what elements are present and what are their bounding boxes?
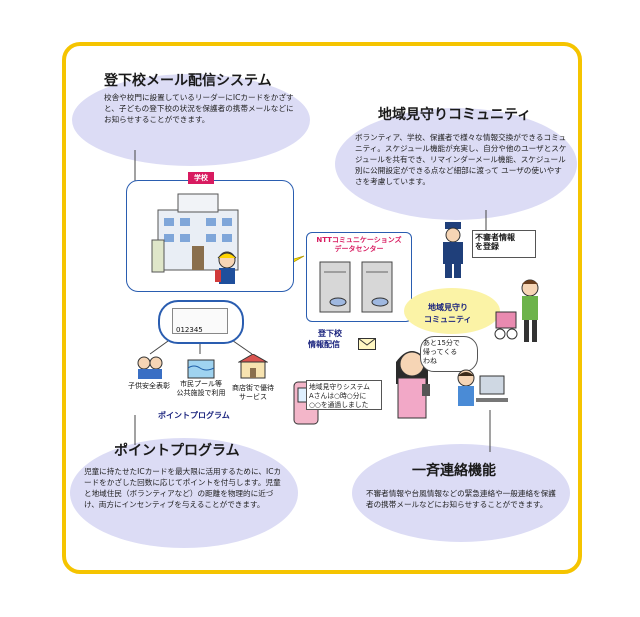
datacenter-label-1: NTTコミュニケーションズ bbox=[316, 236, 402, 244]
point-program-label: ポイントプログラム bbox=[158, 411, 230, 420]
mail-line2: Aさんは○時○分に bbox=[309, 392, 367, 400]
public-pool-icon bbox=[187, 359, 215, 379]
server-icon bbox=[319, 261, 393, 313]
parent-stroller-icon bbox=[494, 279, 539, 342]
ic-card-inner bbox=[172, 308, 228, 334]
mail-line1: 地域見守りシステム bbox=[309, 383, 370, 391]
suspicious-info-note: 不審者情報 を登録 bbox=[472, 230, 536, 258]
tozeko-title: 登下校メール配信システム bbox=[104, 73, 272, 89]
tozeko-info-label-2: 情報配信 bbox=[308, 340, 340, 349]
isse-desc: 不審者情報や台風情報などの緊急連絡や一般連絡を保護者の携帯メールなどにお知らせす… bbox=[366, 489, 556, 509]
point-title: ポイントプログラム bbox=[114, 443, 240, 459]
tozeko-bubble bbox=[72, 74, 310, 166]
chiiki-bubble bbox=[335, 108, 577, 220]
pc-user-icon bbox=[457, 369, 508, 406]
service-safety-award: 子供安全表彰 bbox=[128, 382, 170, 390]
speech-bubble: あと15分で 帰ってくる わね bbox=[420, 336, 478, 372]
police-officer-icon bbox=[443, 222, 463, 278]
child-icon bbox=[215, 251, 237, 284]
datacenter-label-2: データセンター bbox=[334, 245, 384, 253]
community-bubble bbox=[404, 288, 500, 334]
point-desc: 児童に持たせたICカードを最大限に活用するために、ICカードをかざした回数に応じ… bbox=[84, 467, 282, 509]
speech-line2: 帰ってくる bbox=[423, 348, 458, 356]
suspicious-info-line1: 不審者情報 bbox=[475, 233, 515, 242]
mail-message: 地域見守りシステム Aさんは○時○分に ○○を通過しました bbox=[306, 380, 382, 410]
safety-award-icon bbox=[137, 356, 163, 379]
community-label-1: 地域見守り bbox=[428, 303, 468, 312]
mail-line3: ○○を通過しました bbox=[309, 401, 369, 409]
suspicious-info-line2: を登録 bbox=[475, 242, 499, 251]
isse-title: 一斉連絡機能 bbox=[412, 463, 496, 479]
isse-bubble bbox=[352, 444, 570, 542]
service-shopping-2: サービス bbox=[239, 393, 267, 401]
shopping-street-icon bbox=[238, 354, 268, 379]
ic-card-number: 012345 bbox=[176, 326, 203, 334]
service-public-pool-2: 公共施設で利用 bbox=[176, 389, 226, 397]
point-bubble bbox=[70, 438, 298, 548]
service-shopping-1: 商店街で優待 bbox=[232, 384, 274, 392]
speech-line1: あと15分で bbox=[423, 339, 460, 347]
chiiki-title: 地域見守りコミュニティ bbox=[378, 107, 532, 123]
service-public-pool-1: 市民プール等 bbox=[180, 380, 222, 388]
tozeko-desc: 校舎や校門に設置しているリーダーにICカードをかざすと、子どもの登下校の状況を保… bbox=[104, 93, 294, 124]
tozeko-info-label-1: 登下校 bbox=[318, 329, 342, 338]
envelope-icon bbox=[358, 338, 376, 350]
community-label-2: コミュニティ bbox=[424, 315, 472, 324]
school-tag: 学校 bbox=[188, 172, 214, 184]
speech-line3: わね bbox=[423, 357, 437, 365]
chiiki-desc: ボランティア、学校、保護者で様々な情報交換ができるコミュニティ。スケジュール機能… bbox=[355, 133, 567, 186]
